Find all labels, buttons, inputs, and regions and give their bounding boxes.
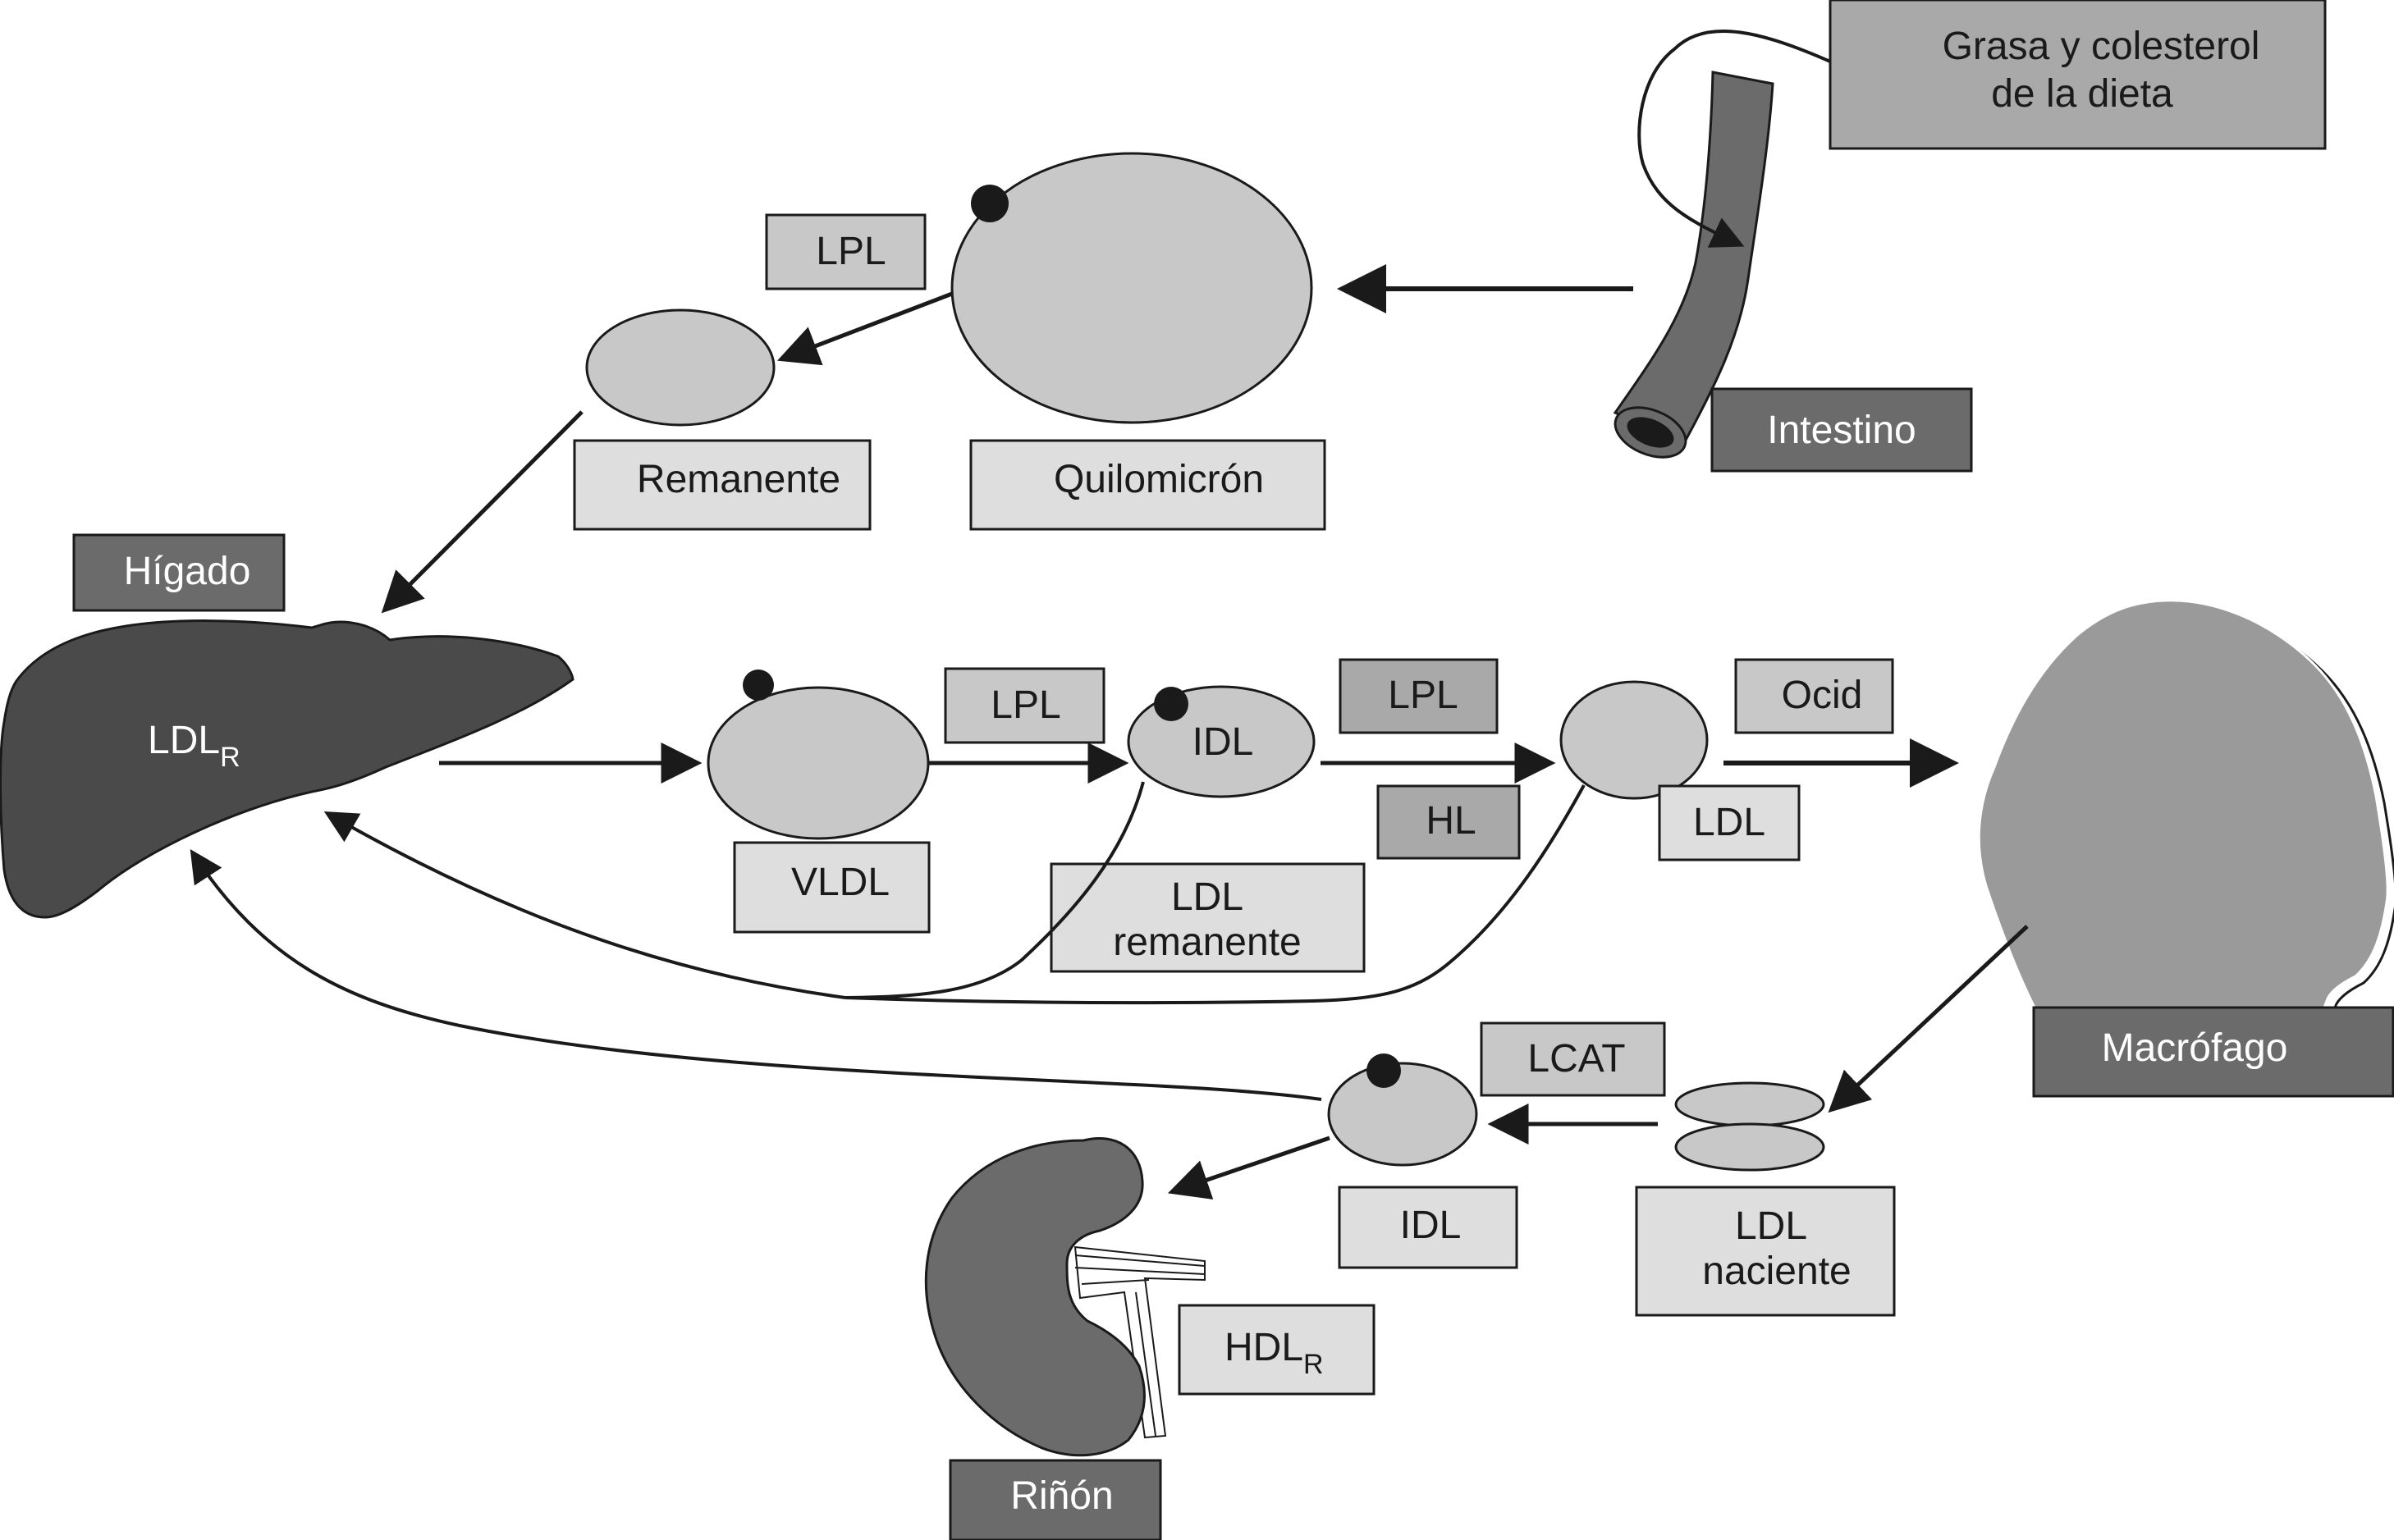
hdlr-label-box [1178,1304,1376,1396]
liver-organ [0,619,574,919]
lpl-idl-label-box [1339,658,1499,734]
kidney-label-box [949,1459,1162,1540]
return-to-liver-arrow [323,811,846,999]
idl-to-kidney-arrow [1167,1136,1330,1200]
macrophage-label: Macrófago [2102,1026,2288,1070]
vldl-particle [707,686,930,840]
chylomicron-label-box [969,439,1326,531]
remnant-label: Remanente [637,458,840,501]
liver-label-box [72,533,286,612]
ldl-small-label-box [1658,784,1801,861]
intestine-tube [1613,71,1774,459]
lpl-top-label-box [765,213,927,290]
kidney-label: Riñón [1010,1474,1113,1518]
idl-to-liver-curve [190,848,1322,1101]
lpl-vldl-label: LPL [991,683,1060,727]
nascent-ldl-disc-bottom [1674,1122,1825,1172]
ldl-remnant-label-line1: LDL [1171,875,1243,919]
lcat-label: LCAT [1527,1037,1625,1081]
ldlr-liver-main: LDL [148,719,220,762]
hdlr-main: HDL [1224,1326,1303,1369]
liver-label: Hígado [124,550,251,593]
apoprotein-dot-idl [1154,687,1188,721]
chylomicron-label: Quilomicrón [1054,458,1264,501]
intestine-label-box [1710,387,1973,473]
kidney-vessels [1073,1245,1206,1439]
ocid-label: Ocid [1782,674,1863,717]
idl-lower-label: IDL [1400,1204,1462,1247]
apoprotein-dot-vldl [743,669,774,701]
hdlr-subscript: R [1303,1349,1324,1380]
ldlr-liver-label: LDLR [148,719,240,773]
hdlr-label: HDLR [1224,1326,1324,1380]
remnant-label-box [573,439,872,531]
ldl-return-curve [845,784,1586,1005]
macrophage-label-box [2032,1006,2394,1098]
diet-label-line1: Grasa y colesterol [1943,25,2260,68]
diet-label-line2: de la dieta [1991,72,2173,116]
diet-to-intestine-arrow [1637,29,1831,248]
apoprotein-dot-chylomicron [971,185,1009,222]
nascent-ldl-label-line2: naciente [1702,1250,1851,1293]
lpl-top-label: LPL [816,230,886,273]
ldl-particle [1559,680,1709,800]
hl-label-box [1376,784,1521,860]
apoprotein-dot-idl-lower [1366,1053,1401,1088]
macrophage-to-nascent-ldl-arrow [1828,925,2029,1113]
hl-label: HL [1426,799,1476,843]
idl-lower-label-box [1338,1186,1518,1269]
vldl-label-box [733,841,931,934]
chylomicron-to-remnant-arrow [776,291,953,366]
chylomicron-particle [950,152,1313,424]
nascent-ldl-disc-top [1674,1081,1825,1127]
remnant-to-liver-arrow [381,410,584,614]
ldl-remnant-label-line2: remanente [1113,921,1301,964]
nascent-ldl-label-line1: LDL [1735,1204,1807,1248]
kidney-organ [924,1136,1146,1457]
diet-label-box [1829,0,2327,150]
idl-lower-particle [1327,1062,1478,1167]
remnant-particle [585,308,776,427]
lpl-vldl-label-box [944,667,1105,744]
lcat-label-box [1480,1021,1666,1097]
ocid-label-box [1734,658,1894,734]
nascent-ldl-label-box [1635,1186,1896,1317]
macrophage-cell [1977,599,2389,1069]
ldlr-liver-subscript: R [220,742,240,773]
idl-mid-label: IDL [1192,720,1254,764]
ldl-remnant-label-box [1050,862,1366,973]
vldl-label: VLDL [791,861,890,904]
ldl-small-label: LDL [1693,801,1765,844]
lpl-idl-label: LPL [1388,674,1458,717]
idl-return-curve [845,781,1145,999]
intestine-label: Intestino [1767,409,1916,452]
